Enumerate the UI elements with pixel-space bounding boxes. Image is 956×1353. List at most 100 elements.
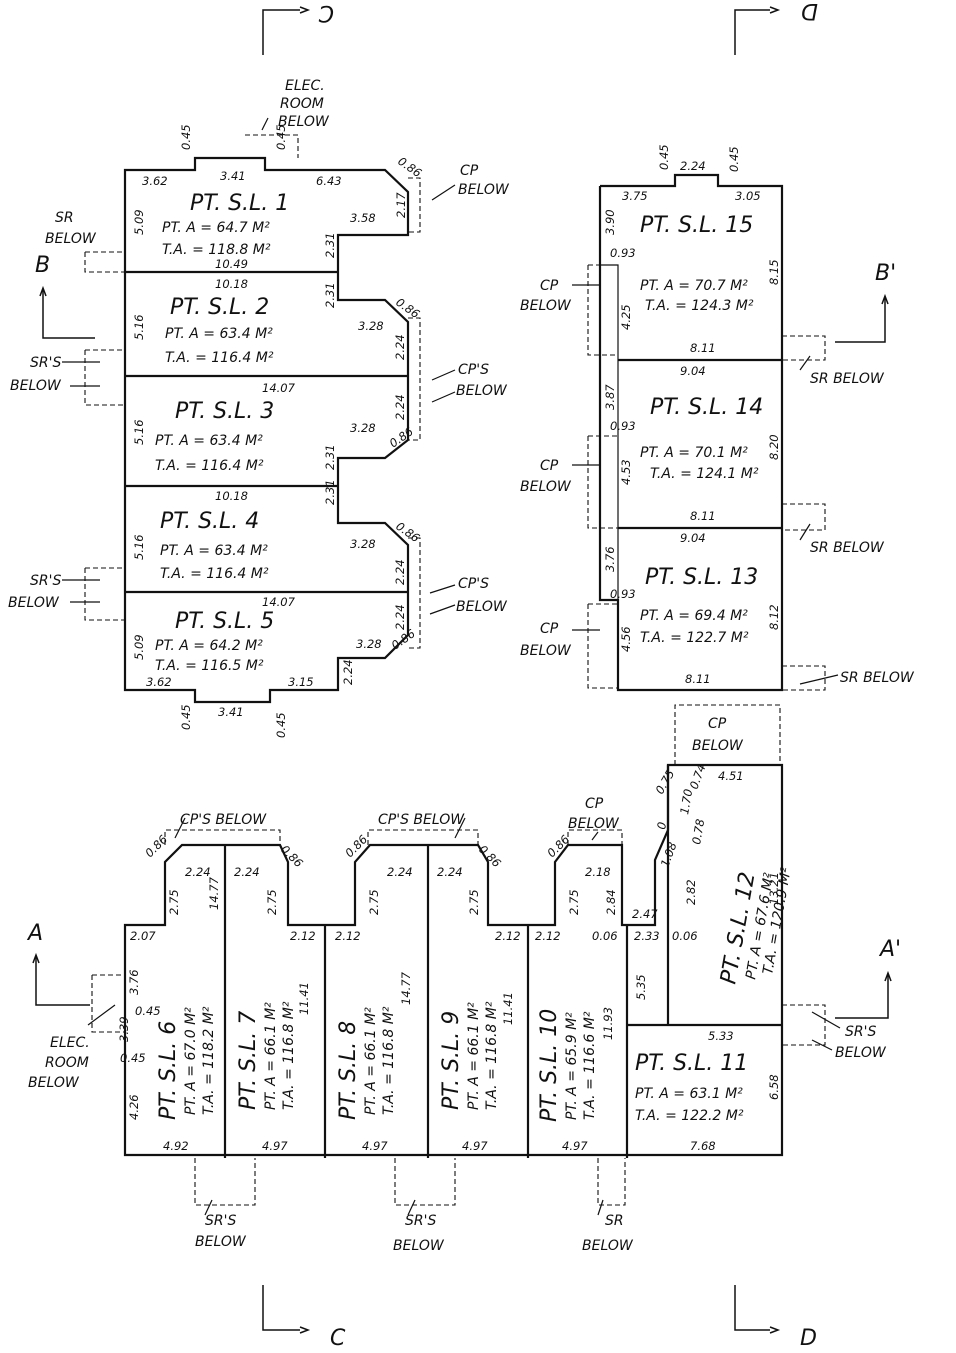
svg-text:SR'S: SR'S (405, 1213, 436, 1229)
lot-5: PT. S.L. 5 PT. A = 64.2 M² T.A. = 116.5 … (155, 609, 274, 674)
svg-text:2.24: 2.24 (185, 865, 211, 879)
svg-text:0.86: 0.86 (142, 832, 170, 860)
svg-text:0.45: 0.45 (179, 704, 193, 730)
svg-text:2.75: 2.75 (367, 889, 381, 915)
cp-14-dashed (587, 435, 618, 529)
svg-text:3.87: 3.87 (603, 384, 617, 410)
svg-text:CP: CP (540, 278, 559, 294)
svg-text:PT. S.L. 10: PT. S.L. 10 (537, 1009, 562, 1122)
svg-text:0.45: 0.45 (657, 144, 671, 170)
sr-1-dashed (84, 251, 125, 273)
svg-text:8.11: 8.11 (685, 672, 711, 686)
svg-text:ROOM: ROOM (280, 96, 324, 112)
svg-text:SR'S: SR'S (30, 573, 61, 589)
section-mark-b-left: B (35, 253, 95, 339)
svg-text:PT. A = 63.4 M²: PT. A = 63.4 M² (160, 543, 268, 559)
note-cps-45: CP'S BELOW (429, 576, 508, 615)
svg-text:2.17: 2.17 (394, 192, 408, 218)
svg-text:BELOW: BELOW (456, 599, 508, 615)
lot-15: PT. S.L. 15 PT. A = 70.7 M² T.A. = 124.3… (640, 213, 754, 314)
svg-text:2.24: 2.24 (393, 394, 407, 420)
svg-text:7.68: 7.68 (690, 1139, 716, 1153)
lot-1: PT. S.L. 1 PT. A = 64.7 M² T.A. = 118.8 … (162, 191, 289, 258)
svg-text:BELOW: BELOW (45, 231, 97, 247)
svg-text:SR'S: SR'S (845, 1024, 876, 1040)
svg-text:D: D (800, 1326, 817, 1351)
svg-text:C: C (330, 1326, 346, 1351)
svg-text:0.93: 0.93 (610, 587, 636, 601)
svg-text:BELOW: BELOW (520, 298, 572, 314)
sr-45-dashed (84, 567, 125, 621)
svg-text:4.51: 4.51 (718, 769, 744, 783)
svg-text:8.15: 8.15 (767, 259, 781, 285)
svg-text:T.A. = 116.8 M²: T.A. = 116.8 M² (381, 1006, 397, 1115)
cp-15-dashed (587, 264, 618, 356)
svg-text:4.56: 4.56 (619, 626, 633, 652)
svg-text:T.A. = 118.8 M²: T.A. = 118.8 M² (162, 242, 271, 258)
svg-text:PT. S.L. 11: PT. S.L. 11 (635, 1051, 748, 1076)
svg-text:14.07: 14.07 (262, 381, 296, 395)
cp-13-dashed (587, 603, 618, 689)
svg-text:3.90: 3.90 (603, 209, 617, 235)
cp-67-dashed (164, 829, 281, 845)
svg-text:2.31: 2.31 (323, 444, 337, 470)
svg-text:3.62: 3.62 (142, 174, 168, 188)
svg-text:8.12: 8.12 (767, 604, 781, 630)
svg-text:4.53: 4.53 (619, 459, 633, 485)
svg-text:4.97: 4.97 (462, 1139, 488, 1153)
cp-45-dashed (408, 537, 421, 649)
sr-23-dashed (84, 349, 125, 406)
svg-text:CP: CP (460, 163, 479, 179)
svg-text:T.A. = 116.6 M²: T.A. = 116.6 M² (582, 1011, 598, 1120)
svg-text:PT. A = 64.2 M²: PT. A = 64.2 M² (155, 638, 263, 654)
sr-89-dashed (394, 1158, 456, 1206)
svg-text:1.70: 1.70 (677, 788, 695, 816)
svg-text:14.07: 14.07 (262, 595, 296, 609)
cp-12-dashed (674, 704, 781, 765)
svg-text:T.A. = 122.7 M²: T.A. = 122.7 M² (640, 630, 749, 646)
svg-text:PT. A = 63.4 M²: PT. A = 63.4 M² (155, 433, 263, 449)
right-block-inner (599, 186, 619, 690)
svg-text:CP'S BELOW: CP'S BELOW (180, 812, 267, 828)
note-elec-room-top: ELEC. ROOM BELOW (261, 78, 330, 131)
svg-text:9.04: 9.04 (680, 364, 706, 378)
svg-text:SR BELOW: SR BELOW (840, 670, 915, 686)
svg-text:0.78: 0.78 (689, 818, 707, 846)
svg-text:6.58: 6.58 (767, 1074, 781, 1100)
svg-text:3.41: 3.41 (220, 169, 246, 183)
svg-text:2.24: 2.24 (341, 659, 355, 685)
svg-text:0.86: 0.86 (342, 832, 370, 860)
svg-text:4.97: 4.97 (262, 1139, 288, 1153)
lot-14: PT. S.L. 14 PT. A = 70.1 M² T.A. = 124.1… (640, 395, 763, 482)
svg-text:8.11: 8.11 (690, 509, 716, 523)
svg-text:5.33: 5.33 (708, 1029, 734, 1043)
svg-text:3.15: 3.15 (288, 675, 314, 689)
svg-text:ROOM: ROOM (45, 1055, 89, 1071)
svg-text:SR BELOW: SR BELOW (810, 371, 885, 387)
lot-10: PT. S.L. 10 PT. A = 65.9 M² T.A. = 116.6… (537, 1007, 615, 1122)
svg-text:ELEC.: ELEC. (285, 78, 325, 94)
svg-text:PT. A = 70.7 M²: PT. A = 70.7 M² (640, 278, 748, 294)
svg-text:2.12: 2.12 (335, 929, 361, 943)
svg-text:BELOW: BELOW (692, 738, 744, 754)
dims-right-block: 0.45 2.24 0.45 3.75 3.05 3.90 0.93 4.25 … (603, 144, 781, 686)
lot-12-inner-walls (627, 765, 782, 1027)
cp-89-dashed (367, 829, 479, 845)
lot-6: PT. S.L. 6 PT. A = 67.0 M² T.A. = 118.2 … (156, 876, 221, 1120)
svg-text:PT. A = 66.1 M²: PT. A = 66.1 M² (466, 1002, 482, 1110)
svg-text:SR: SR (55, 210, 74, 226)
svg-text:B': B' (875, 261, 896, 286)
svg-text:T.A. = 124.3 M²: T.A. = 124.3 M² (645, 298, 754, 314)
svg-text:A': A' (878, 937, 901, 962)
svg-text:0.86: 0.86 (393, 295, 422, 321)
svg-text:4.92: 4.92 (163, 1139, 189, 1153)
svg-text:BELOW: BELOW (10, 378, 62, 394)
svg-text:ELEC.: ELEC. (50, 1035, 90, 1051)
cp-10-dashed (567, 829, 623, 845)
svg-text:2.31: 2.31 (323, 282, 337, 308)
svg-text:2.12: 2.12 (290, 929, 316, 943)
svg-text:2.75: 2.75 (567, 889, 581, 915)
svg-text:3.58: 3.58 (350, 211, 376, 225)
svg-text:0.45: 0.45 (179, 124, 193, 150)
elec-room-dashed (245, 134, 299, 158)
